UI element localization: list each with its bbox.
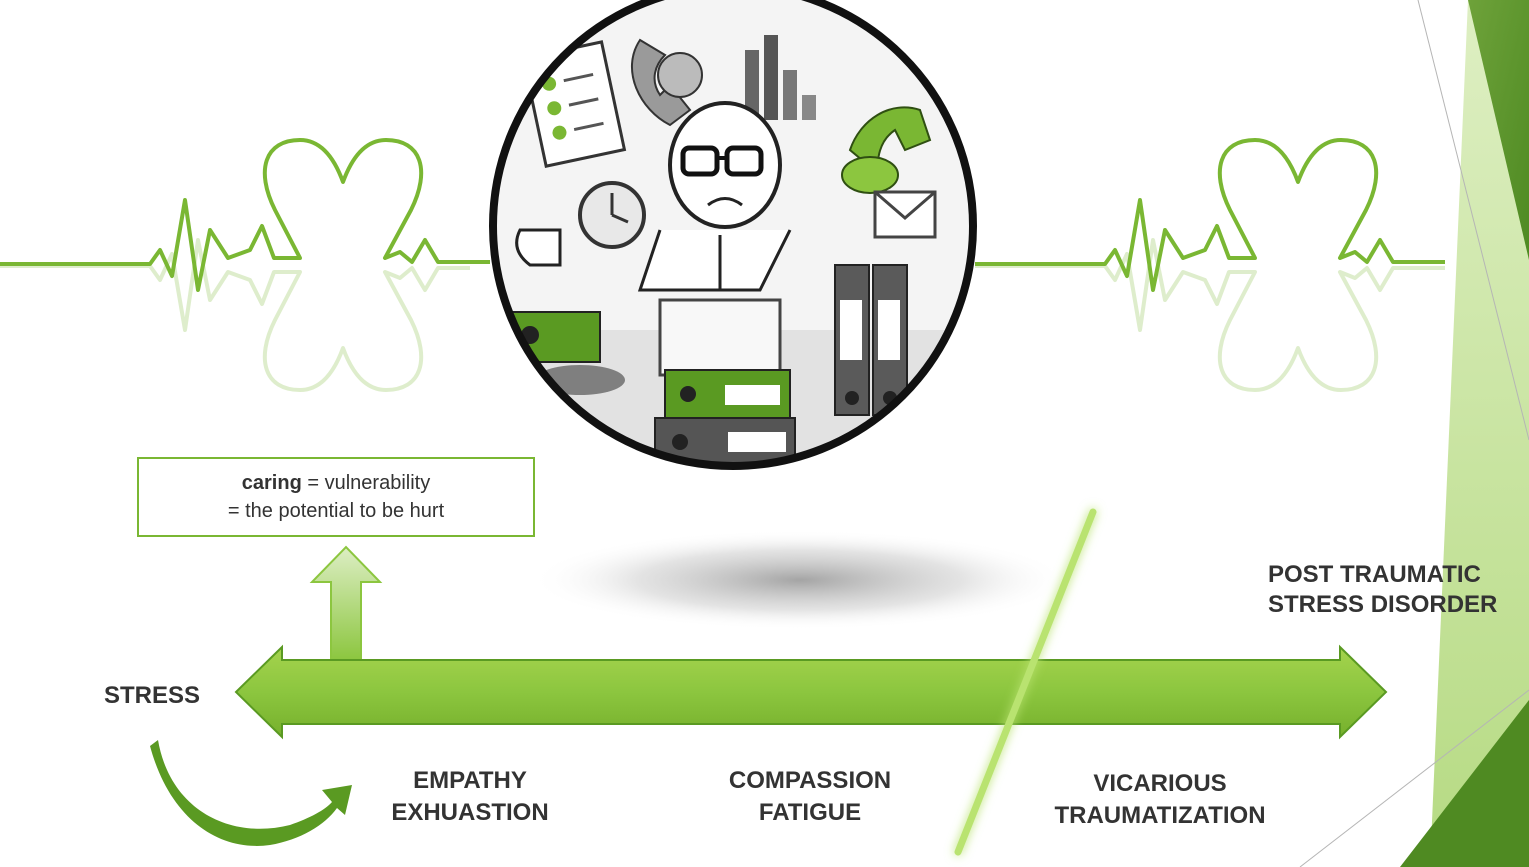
label-compassion-fatigue: COMPASSION FATIGUE xyxy=(700,765,920,829)
label-ptsd: POST TRAUMATIC STRESS DISORDER xyxy=(1268,560,1497,620)
label-compassion-line-1: COMPASSION xyxy=(728,767,892,794)
caring-bold-word: caring xyxy=(241,472,302,494)
heartbeat-heart-icon xyxy=(0,138,490,292)
label-empathy-line-1: EMPATHY xyxy=(413,767,527,794)
caring-line-2: = the potential to be hurt xyxy=(227,500,445,522)
label-empathy-line-2: EXHUASTION xyxy=(391,799,549,826)
divider-slash xyxy=(954,508,1097,856)
label-empathy-exhaustion: EMPATHY EXHUASTION xyxy=(370,765,570,829)
label-vicarious-line-2: TRAUMATIZATION xyxy=(1054,802,1266,829)
curved-arrow-icon xyxy=(150,740,352,846)
caring-line-1-rest: = vulnerability xyxy=(301,472,431,494)
caring-line-1: caring = vulnerability xyxy=(242,469,430,497)
heartbeat-heart-icon xyxy=(975,138,1445,292)
label-stress-text: STRESS xyxy=(104,682,201,709)
up-arrow xyxy=(309,545,383,661)
label-vicarious-line-1: VICARIOUS xyxy=(1093,770,1227,797)
double-arrow xyxy=(234,644,1388,740)
label-compassion-line-2: FATIGUE xyxy=(758,799,862,826)
label-ptsd-line-1: POST TRAUMATIC xyxy=(1268,561,1481,588)
label-stress: STRESS xyxy=(104,680,200,712)
caring-callout-box: caring = vulnerability = the potential t… xyxy=(137,457,535,537)
label-ptsd-line-2: STRESS DISORDER xyxy=(1268,591,1498,618)
label-vicarious-traumatization: VICARIOUS TRAUMATIZATION xyxy=(1030,768,1290,832)
